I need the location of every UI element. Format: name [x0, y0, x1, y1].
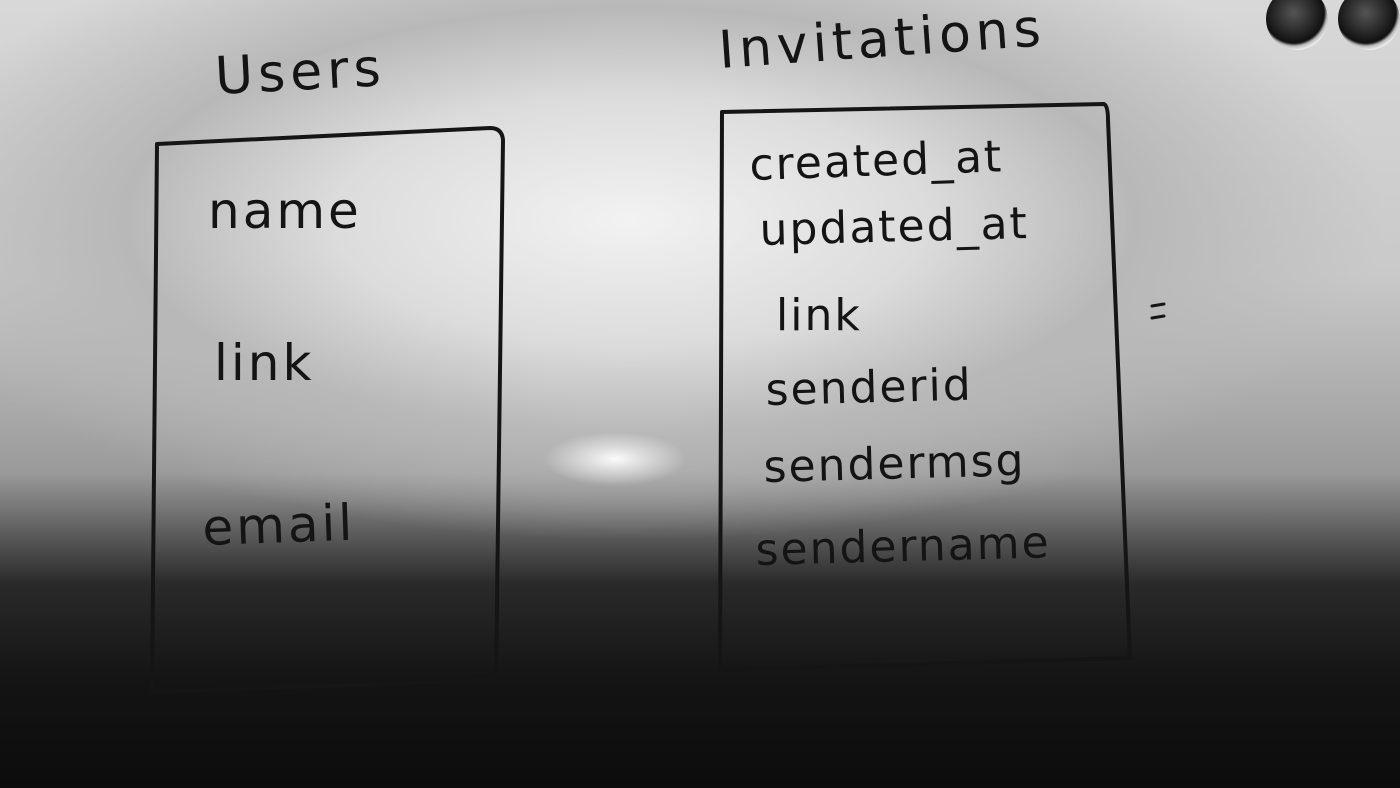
stray-mark — [1150, 314, 1166, 320]
invitations-table: Invitations created_at updated_at link s… — [717, 0, 1132, 672]
invitations-field-sendermsg: sendermsg — [763, 435, 1026, 493]
users-field-link: link — [214, 334, 314, 392]
stray-mark — [1150, 302, 1166, 308]
users-table: Users name link email — [150, 38, 505, 694]
invitations-field-link: link — [776, 290, 862, 341]
users-field-email: email — [201, 494, 356, 557]
magnet-icon — [1266, 0, 1328, 50]
magnets — [1262, 0, 1400, 52]
users-box — [150, 126, 505, 694]
magnet-icon — [1338, 0, 1400, 50]
invitations-field-created-at: created_at — [749, 131, 1004, 191]
invitations-field-senderid: senderid — [765, 360, 973, 416]
stray-marks — [1150, 302, 1166, 320]
invitations-field-updated-at: updated_at — [759, 198, 1029, 256]
invitations-field-sendername: sendername — [755, 517, 1051, 576]
users-field-name: name — [208, 182, 362, 240]
users-title: Users — [214, 38, 388, 107]
invitations-box — [718, 102, 1132, 672]
invitations-title: Invitations — [717, 0, 1048, 81]
